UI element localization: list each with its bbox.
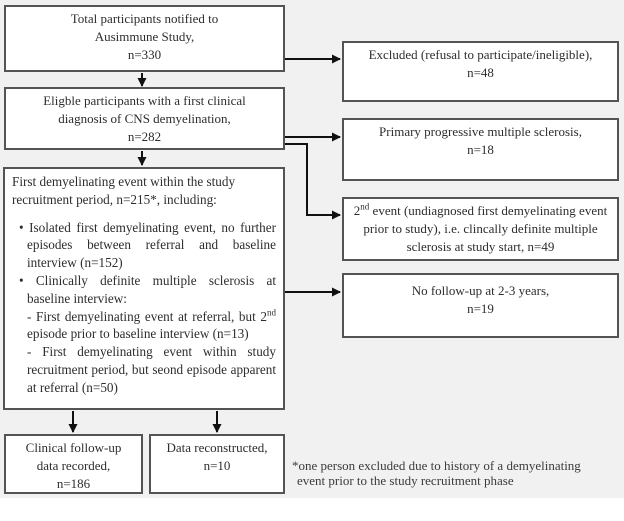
footnote-line: *one person excluded due to history of a… (292, 458, 581, 473)
box-clinical-followup-recorded: Clinical follow-up data recorded, n=186 (4, 434, 143, 494)
superscript-nd: nd (360, 201, 370, 212)
box-text-line: n=186 (56, 476, 91, 491)
superscript-nd: nd (267, 307, 276, 318)
bullet-item-isolated-event: • Isolated first demyelinating event, no… (19, 219, 276, 271)
box-text: 2 (353, 203, 361, 218)
box-text-line: n=282 (127, 129, 162, 144)
sub-item-text: episode prior to baseline interview (n=1… (27, 326, 249, 342)
box-text-line: n=19 (467, 301, 494, 316)
box-text-line: Eligble participants with a first clinic… (43, 93, 246, 108)
box-text-line: Excluded (refusal to participate/ineligi… (368, 47, 593, 62)
box-first-demyelinating-event: First demyelinating event within the stu… (3, 167, 285, 410)
bullet-item-definite-ms: • Clinically definite multiple sclerosis… (19, 272, 276, 306)
box-text-line: n=10 (203, 458, 231, 473)
box-data-reconstructed: Data reconstructed, n=10 (149, 434, 285, 494)
box-text-line: n=330 (127, 47, 162, 62)
box-text: event (undiagnosed first demyelinating e… (363, 203, 608, 254)
box-no-followup: No follow-up at 2-3 years, n=19 (342, 273, 619, 338)
box-text-line: Data reconstructed, (166, 440, 268, 455)
box-text-line: Ausimmune Study, (94, 29, 195, 44)
box-primary-progressive-ms: Primary progressive multiple sclerosis, … (342, 118, 619, 181)
sub-item-text: - First demyelinating event at referral,… (27, 308, 267, 324)
footnote: *one person excluded due to history of a… (292, 458, 622, 488)
box-eligible-participants: Eligble participants with a first clinic… (4, 87, 285, 150)
box-text-line: Clinical follow-up (25, 440, 122, 455)
box-second-event: 2nd event (undiagnosed first demyelinati… (342, 197, 619, 261)
sub-item-event-at-referral: - First demyelinating event at referral,… (27, 308, 276, 344)
box-text-line: No follow-up at 2-3 years, (411, 283, 550, 298)
box-text-line: diagnosis of CNS demyelination, (58, 111, 231, 126)
box-excluded: Excluded (refusal to participate/ineligi… (342, 41, 619, 102)
box-header-text: First demyelinating event within the stu… (12, 174, 236, 207)
box-text-line: n=18 (467, 142, 494, 157)
box-text-line: Total participants notified to (70, 11, 219, 26)
box-total-participants: Total participants notified to Ausimmune… (4, 5, 285, 72)
box-text-line: n=48 (467, 65, 494, 80)
footnote-line: event prior to the study recruitment pha… (297, 473, 514, 488)
box-text-line: Primary progressive multiple sclerosis, (379, 124, 582, 139)
box-text-line: data recorded, (36, 458, 111, 473)
sub-item-event-in-period: - First demyelinating event within study… (27, 344, 276, 395)
